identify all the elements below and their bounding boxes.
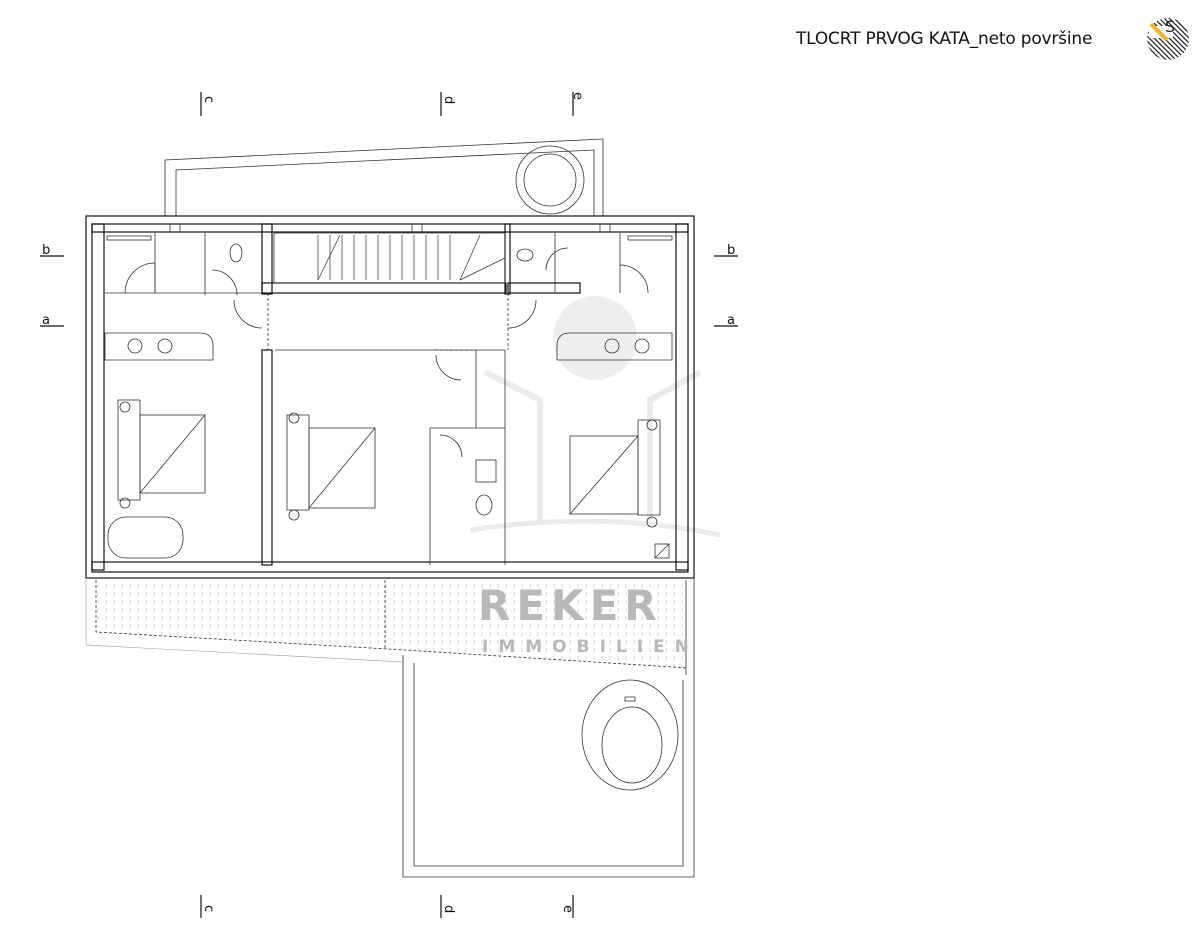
floor-plan: c d e c d e b a b a REKER IMMOBILIEN — [40, 92, 738, 918]
south-terrace — [402, 578, 695, 878]
jacuzzi — [581, 679, 679, 791]
section-b-left: b — [42, 243, 50, 258]
north-terrace — [164, 138, 604, 216]
drawing-title: TLOCRT PRVOG KATA_neto površine — [796, 29, 1093, 49]
section-c-bottom: c — [201, 905, 216, 912]
studio-logo: S — [1147, 17, 1189, 60]
exterior-walls — [85, 215, 695, 579]
section-b-right: b — [727, 243, 735, 258]
section-e-top: e — [570, 92, 585, 100]
doors — [124, 247, 649, 458]
watermark: REKER IMMOBILIEN — [478, 581, 699, 657]
logo-letter: S — [1165, 17, 1175, 36]
section-a-left: a — [42, 313, 50, 328]
watermark-shapes — [469, 296, 721, 538]
section-e-bottom: e — [560, 905, 575, 913]
staircase — [273, 232, 506, 284]
section-d-bottom: d — [441, 905, 456, 913]
balcony — [85, 578, 689, 675]
watermark-subtitle: IMMOBILIEN — [482, 637, 699, 657]
section-c-top: c — [201, 96, 216, 103]
fixtures — [104, 235, 673, 559]
section-a-right: a — [727, 313, 735, 328]
section-d-top: d — [441, 96, 456, 104]
beds — [117, 399, 661, 528]
section-markers: c d e c d e b a b a — [40, 92, 738, 918]
watermark-brand: REKER — [478, 581, 663, 630]
